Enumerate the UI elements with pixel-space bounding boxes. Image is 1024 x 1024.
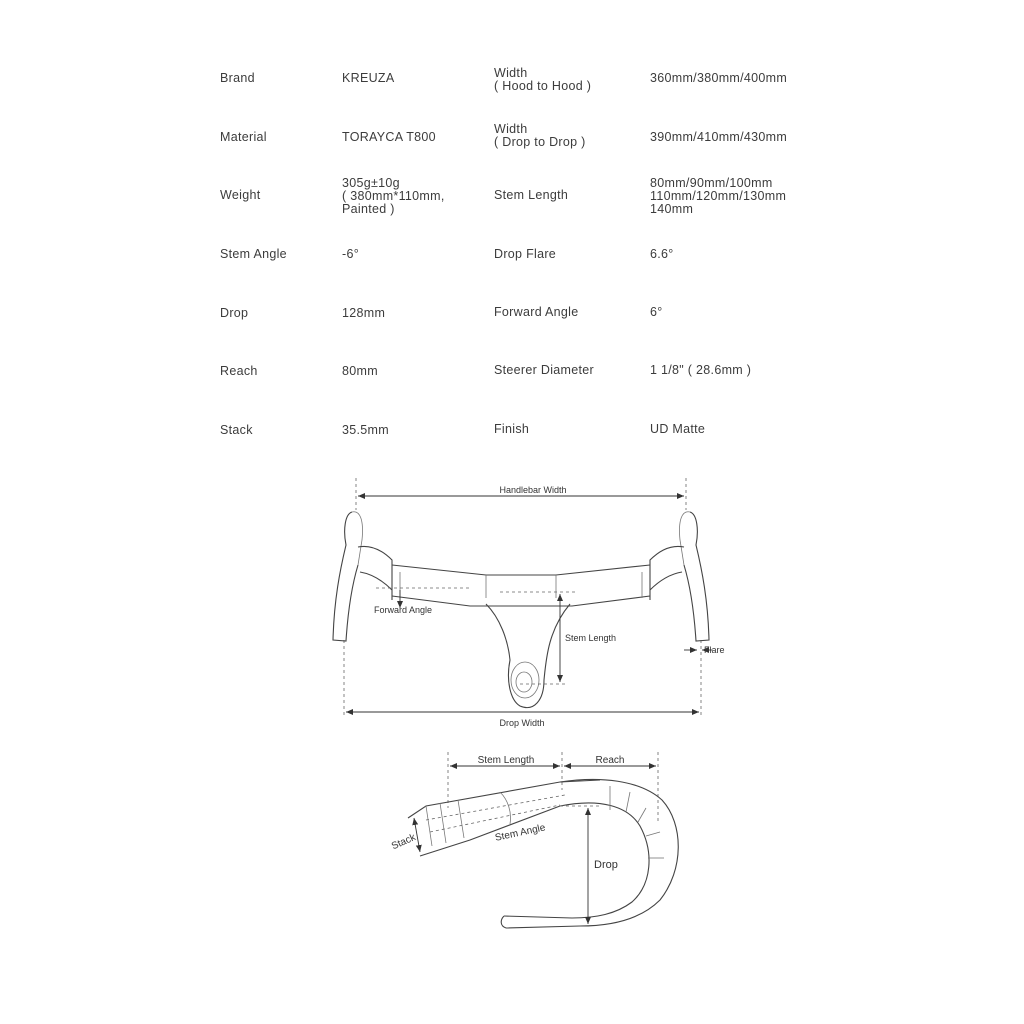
- flare-label: Flare: [704, 645, 725, 655]
- side-view-diagram: Stem Length Reach Stack Stem Angle: [390, 752, 679, 929]
- spec-label: Forward Angle: [494, 305, 579, 319]
- spec-label: Stack: [220, 423, 253, 437]
- spec-value: -6°: [342, 247, 360, 261]
- reach-label: Reach: [596, 755, 625, 766]
- spec-label: Stem Angle: [220, 247, 287, 261]
- spec-value: 6°: [650, 305, 663, 319]
- spec-label: Steerer Diameter: [494, 363, 594, 377]
- side-stem-length-label: Stem Length: [478, 755, 535, 766]
- drop-width-label: Drop Width: [499, 718, 544, 728]
- stem-length-label: Stem Length: [565, 633, 616, 643]
- spec-label: Finish: [494, 422, 530, 436]
- spec-value: 35.5mm: [342, 423, 389, 437]
- spec-value: TORAYCA T800: [342, 130, 436, 144]
- spec-value: 1 1/8" ( 28.6mm ): [650, 363, 752, 377]
- front-view-diagram: Handlebar Width Forward Angle Stem Lengt…: [332, 478, 725, 728]
- spec-label: Width ( Drop to Drop ): [494, 122, 586, 149]
- spec-label: Reach: [220, 364, 258, 378]
- spec-label: Width ( Hood to Hood ): [494, 66, 592, 93]
- spec-value: 390mm/410mm/430mm: [650, 130, 788, 144]
- spec-value: 305g±10g ( 380mm*110mm, Painted ): [342, 176, 445, 216]
- drop-label: Drop: [594, 859, 618, 871]
- spec-value: 360mm/380mm/400mm: [650, 71, 788, 85]
- spec-label: Stem Length: [494, 188, 569, 202]
- handlebar-width-label: Handlebar Width: [499, 485, 566, 495]
- spec-label: Drop: [220, 306, 249, 320]
- spec-value: 128mm: [342, 306, 386, 320]
- stack-label: Stack: [390, 832, 418, 853]
- spec-label: Brand: [220, 71, 255, 85]
- spec-value: 6.6°: [650, 247, 674, 261]
- drop-width-dimension: Drop Width: [346, 709, 699, 728]
- spec-value: 80mm: [342, 364, 378, 378]
- spec-value: 80mm/90mm/100mm 110mm/120mm/130mm 140mm: [650, 176, 787, 216]
- reach-dimension: Reach: [564, 755, 656, 769]
- spec-label: Drop Flare: [494, 247, 557, 261]
- stem-angle-label: Stem Angle: [494, 822, 547, 843]
- side-stem-length-dimension: Stem Length: [450, 755, 560, 769]
- forward-angle-label: Forward Angle: [374, 605, 432, 615]
- handlebar-width-dimension: Handlebar Width: [358, 485, 684, 499]
- spec-value: UD Matte: [650, 422, 706, 436]
- spec-label: Material: [220, 130, 267, 144]
- spec-value: KREUZA: [342, 71, 395, 85]
- spec-table: Brand KREUZA Width ( Hood to Hood ) 360m…: [0, 0, 1024, 460]
- spec-label: Weight: [220, 188, 261, 202]
